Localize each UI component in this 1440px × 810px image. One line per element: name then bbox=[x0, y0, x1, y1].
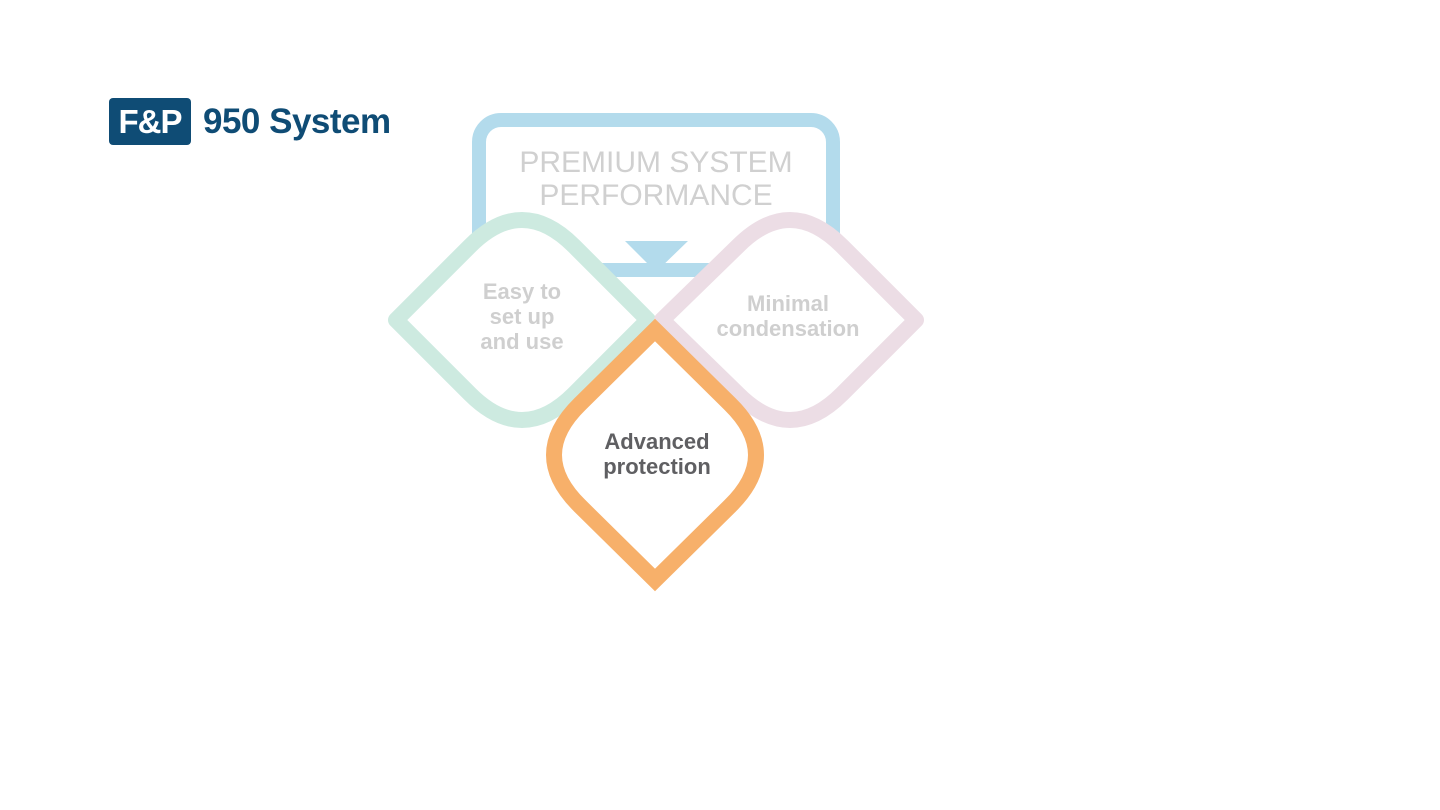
diamond-easy-setup bbox=[388, 212, 656, 428]
label-easy-setup: Easy to set up and use bbox=[452, 279, 592, 354]
logo-badge: F&P bbox=[109, 98, 191, 145]
label-minimal-condensation: Minimal condensation bbox=[698, 291, 878, 341]
diamond-advanced-protection bbox=[546, 318, 764, 592]
arrow-down-icon bbox=[625, 241, 688, 272]
label-line: Easy to bbox=[482, 279, 562, 304]
label-line: protection bbox=[603, 454, 711, 479]
diagram-title: PREMIUM SYSTEM PERFORMANCE bbox=[480, 146, 832, 212]
title-line-1: PREMIUM SYSTEM bbox=[519, 146, 793, 179]
label-line: Advanced bbox=[604, 429, 710, 454]
label-line: and use bbox=[480, 329, 564, 354]
label-line: condensation bbox=[716, 316, 860, 341]
title-line-2: PERFORMANCE bbox=[539, 179, 773, 212]
product-name: 950 System bbox=[203, 101, 391, 141]
label-line: set up bbox=[489, 304, 555, 329]
label-advanced-protection: Advanced protection bbox=[577, 429, 737, 479]
diamond-minimal-condensation bbox=[654, 212, 924, 428]
label-line: Minimal bbox=[747, 291, 829, 316]
brand-logo: F&P 950 System bbox=[109, 98, 391, 145]
